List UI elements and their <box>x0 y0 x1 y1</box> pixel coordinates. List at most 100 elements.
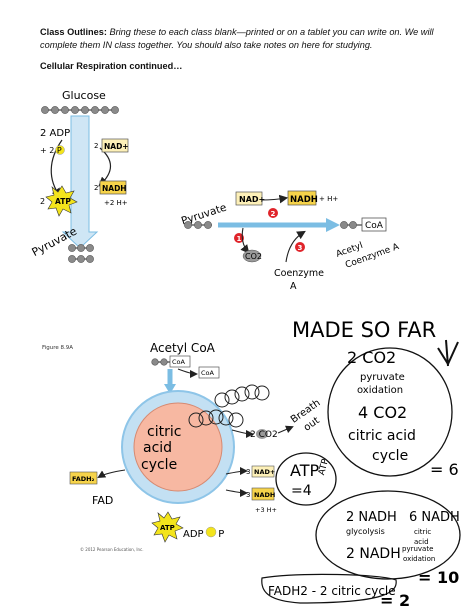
krebs-nad-box <box>251 465 275 478</box>
fadh2-note-outline <box>261 573 397 604</box>
pyruvate-molecule <box>184 221 212 229</box>
nad-box <box>101 138 129 153</box>
co2-total: = 6 <box>430 460 459 479</box>
krebs-nadh-count: 3 <box>246 491 250 499</box>
nadh-b-sub-1: citric <box>414 528 431 536</box>
ox-co2-label: CO2 <box>245 252 262 261</box>
coenzyme-arrow <box>285 230 306 263</box>
krebs-co2-icon <box>256 429 268 439</box>
ox-coa-label: CoA <box>365 221 384 231</box>
step-3-marker <box>295 242 305 252</box>
made-so-far-title: MADE SO FAR <box>292 318 436 342</box>
handwritten-notes: MADE SO FAR 2 CO2 pyruvate oxidation 4 C… <box>261 318 461 610</box>
cycle-label-2: acid <box>143 440 172 456</box>
krebs-coa-label: CoA <box>201 369 215 377</box>
adp-label: 2 ADP <box>40 128 70 139</box>
atp-label: ATP <box>55 197 71 206</box>
atp-note-side: ATP <box>317 457 331 476</box>
nad-label: NAD+ <box>104 142 129 151</box>
co2-a-pyruvate: pyruvate <box>360 372 405 383</box>
class-outlines-header: Class Outlines: Bring these to each clas… <box>40 26 440 51</box>
krebs-nadh-box <box>251 487 275 501</box>
coenzyme-a-letter: A <box>290 281 297 292</box>
co2-b-label: 4 CO2 <box>358 403 407 422</box>
oxidation-arrowhead <box>326 218 340 232</box>
nad-to-nadh-arrow <box>261 194 289 204</box>
atp-note-circle <box>275 452 337 506</box>
ox-nadh-label: NADH <box>290 195 318 205</box>
krebs-h-label: +3 H+ <box>255 506 277 514</box>
nadh-a-label: 2 NADH <box>346 510 397 525</box>
ox-h-label: + H+ <box>319 195 338 203</box>
ox-nad-box <box>235 191 263 206</box>
nadh-label: NADH <box>102 184 127 193</box>
krebs-coa-box <box>198 366 220 379</box>
cycle-label-1: citric <box>147 424 181 440</box>
coa-release-arrow <box>177 368 198 378</box>
krebs-nad-count: 3 <box>246 468 250 476</box>
nadh-box <box>99 180 127 195</box>
step-1-label: 1 <box>237 235 242 243</box>
krebs-coa-box-small <box>169 355 191 368</box>
glycolysis-arrow <box>61 115 99 249</box>
krebs-atp-label: ATP <box>160 524 175 532</box>
nadh-b-sub-2: acid <box>414 538 429 546</box>
nadh-total: = 10 <box>418 568 459 587</box>
krebs-acetyl-molecule <box>151 358 170 366</box>
coa-box <box>361 217 387 232</box>
phosphate-icon <box>55 145 65 155</box>
cycle-core <box>133 402 223 492</box>
nad-in-arrow <box>225 467 248 476</box>
nad-count: 2 <box>94 142 98 150</box>
co2-note-circle <box>327 347 453 477</box>
glycolysis-diagram: Glucose 2 ADP + 2 P 2 NAD+ ATP 2 2 NADH … <box>30 89 129 263</box>
coenzyme-label: Coenzyme <box>274 268 324 279</box>
fadh2-arrow <box>97 469 126 479</box>
co2-release-arrow-krebs <box>231 429 254 438</box>
krebs-acetyl-label: Acetyl CoA <box>150 341 216 355</box>
step-2-marker <box>268 208 278 218</box>
glucose-label: Glucose <box>62 89 106 102</box>
nadh-note-circle <box>315 490 461 580</box>
nadh-c-label: 2 NADH <box>346 546 401 562</box>
fad-label: FAD <box>92 494 113 507</box>
co2-b-cycle: cycle <box>372 448 408 464</box>
carbon-loops-drawing <box>188 384 270 428</box>
down-arrow-stroke <box>445 339 449 367</box>
krebs-co2-label: 2 CO2 <box>250 430 278 440</box>
co2-a-label: 2 CO2 <box>347 348 396 367</box>
acetyl-entry-arrowhead <box>164 384 176 394</box>
breath-arrow <box>277 425 294 434</box>
co2-release-arrow <box>240 227 250 254</box>
co2-a-oxidation: oxidation <box>357 385 403 396</box>
ox-nadh-box <box>287 190 317 206</box>
subheading: Cellular Respiration continued… <box>40 61 183 71</box>
fadh2-box <box>69 471 98 485</box>
pyruvate-oxidation-diagram: Pyruvate NAD+ NADH + H+ 2 1 3 CO2 Coenzy… <box>180 190 401 292</box>
co2-b-citric: citric acid <box>348 428 416 444</box>
acetyl-molecule <box>340 221 362 229</box>
cycle-label-3: cycle <box>141 457 177 473</box>
krebs-atp-starburst-icon <box>151 511 184 543</box>
header-text: Bring these to each class blank—printed … <box>40 27 434 50</box>
fadh2-total: = 2 <box>380 591 410 610</box>
step-3-label: 3 <box>298 244 303 252</box>
nad-arrow <box>98 147 112 187</box>
figure-label: Figure 8.9A <box>42 345 73 351</box>
step-2-label: 2 <box>271 210 276 218</box>
pi-label: + 2 P <box>40 146 62 155</box>
ox-nad-label: NAD+ <box>239 195 265 204</box>
co2-molecule-icon <box>242 249 262 263</box>
glucose-molecule <box>41 106 119 114</box>
nadh-b-label: 6 NADH <box>409 510 460 525</box>
header-label: Class Outlines: <box>40 27 107 37</box>
nadh-c-sub-1: pyruvate <box>402 545 433 553</box>
fadh2-label: FADH₂ <box>72 475 95 483</box>
atp-note-label: ATP <box>290 461 319 480</box>
atp-count: 2 <box>40 197 45 206</box>
nadh-a-sub: glycolysis <box>346 527 385 536</box>
krebs-nad-label: NAD+ <box>254 468 275 476</box>
krebs-adp-label: ADP + P <box>183 529 224 540</box>
krebs-nadh-label: NADH <box>254 491 275 499</box>
